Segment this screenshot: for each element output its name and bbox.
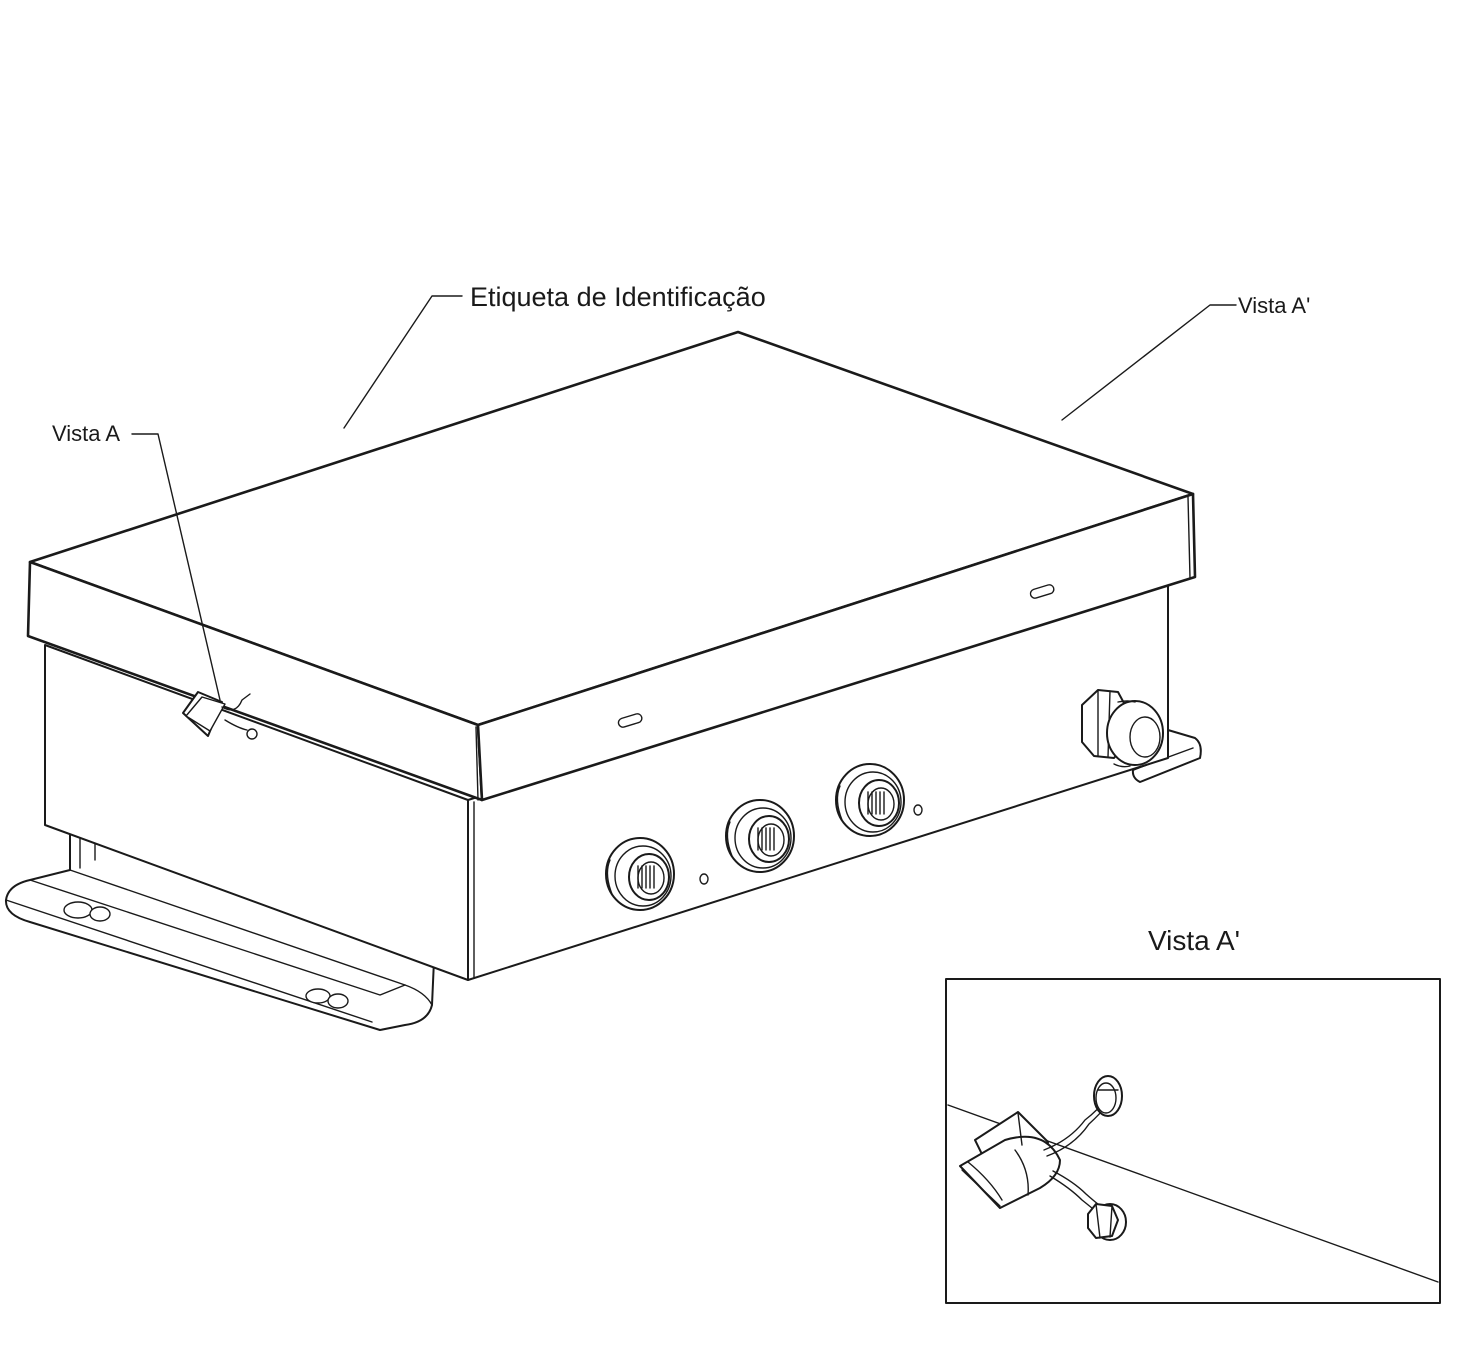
leader-lines [131, 295, 1237, 701]
circular-connectors [605, 763, 923, 911]
circular-connector-3 [835, 763, 905, 837]
seal-large [959, 1111, 1061, 1209]
screw-hole-3 [913, 804, 923, 816]
label-etiqueta: Etiqueta de Identificação [470, 282, 766, 312]
inset-detail-view [945, 978, 1441, 1304]
label-vista-a-prime: Vista A' [1238, 293, 1310, 318]
screw-head-top [1093, 1075, 1123, 1117]
enclosure-lid [26, 330, 1197, 802]
screw-head-bottom [1087, 1203, 1127, 1241]
inset-title: Vista A' [1148, 925, 1240, 956]
circular-connector-2 [725, 799, 795, 873]
lid-slot-1 [617, 713, 643, 728]
keyhole-slot-2 [305, 988, 349, 1009]
keyhole-slot-1 [63, 901, 111, 922]
lid-slot-2 [1029, 584, 1055, 599]
screw-hole-1 [699, 873, 709, 885]
cable-gland [1081, 689, 1164, 768]
circular-connector-1 [605, 837, 675, 911]
seal-small [182, 691, 258, 740]
label-vista-a: Vista A [52, 421, 120, 446]
